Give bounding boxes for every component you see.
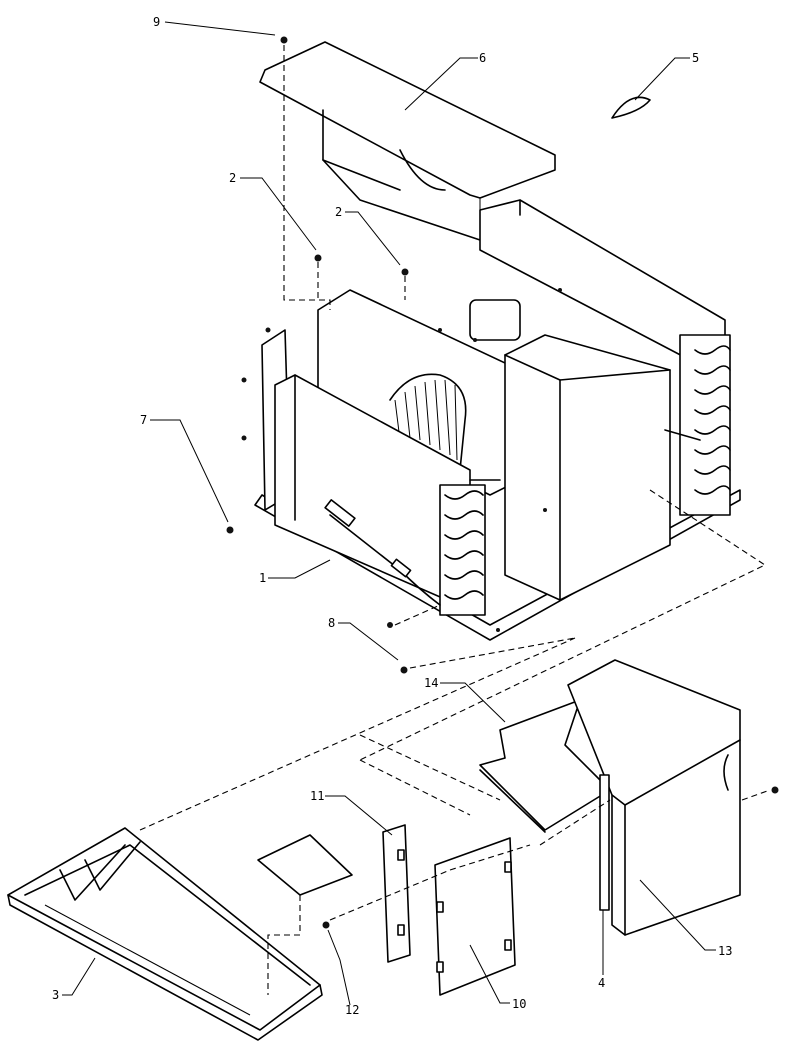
callout-leaders [62, 21, 716, 1006]
part-13-cabinet [567, 659, 741, 936]
callout-12: 12 [345, 1003, 359, 1017]
screw-8b [400, 666, 408, 674]
callout-numbers: 9 2 2 6 5 7 1 8 14 11 3 4 12 10 13 [52, 15, 732, 1017]
callout-13: 13 [718, 944, 732, 958]
part-5-clip [611, 96, 651, 119]
callout-3: 3 [52, 988, 59, 1002]
screw-9 [280, 36, 288, 44]
filter-plate [257, 834, 353, 896]
part-3-front-grille [7, 827, 323, 1041]
part-11-bracket [382, 824, 411, 963]
callout-9: 9 [153, 15, 160, 29]
callout-4: 4 [598, 976, 605, 990]
callout-1: 1 [259, 571, 266, 585]
screw-12 [322, 921, 330, 929]
screw-2b [401, 268, 409, 276]
callout-8: 8 [328, 616, 335, 630]
part-10-side-panel [434, 837, 516, 996]
callout-5: 5 [692, 51, 699, 65]
callout-10: 10 [512, 997, 526, 1011]
screw-8a [387, 622, 393, 628]
callout-7: 7 [140, 413, 147, 427]
callout-6: 6 [479, 51, 486, 65]
callout-11: 11 [310, 789, 324, 803]
part-6-top-cover [259, 41, 556, 241]
callout-2b: 2 [335, 205, 342, 219]
part-4-gasket-strip [599, 774, 610, 911]
screw-cabinet [771, 786, 779, 794]
screws [226, 36, 779, 929]
part-14-partition [479, 699, 611, 833]
part-1-chassis [241, 199, 741, 641]
screw-2a [314, 254, 322, 262]
callout-2a: 2 [229, 171, 236, 185]
callout-14: 14 [424, 676, 438, 690]
screw-7 [226, 526, 234, 534]
alignment-lines [139, 45, 771, 995]
